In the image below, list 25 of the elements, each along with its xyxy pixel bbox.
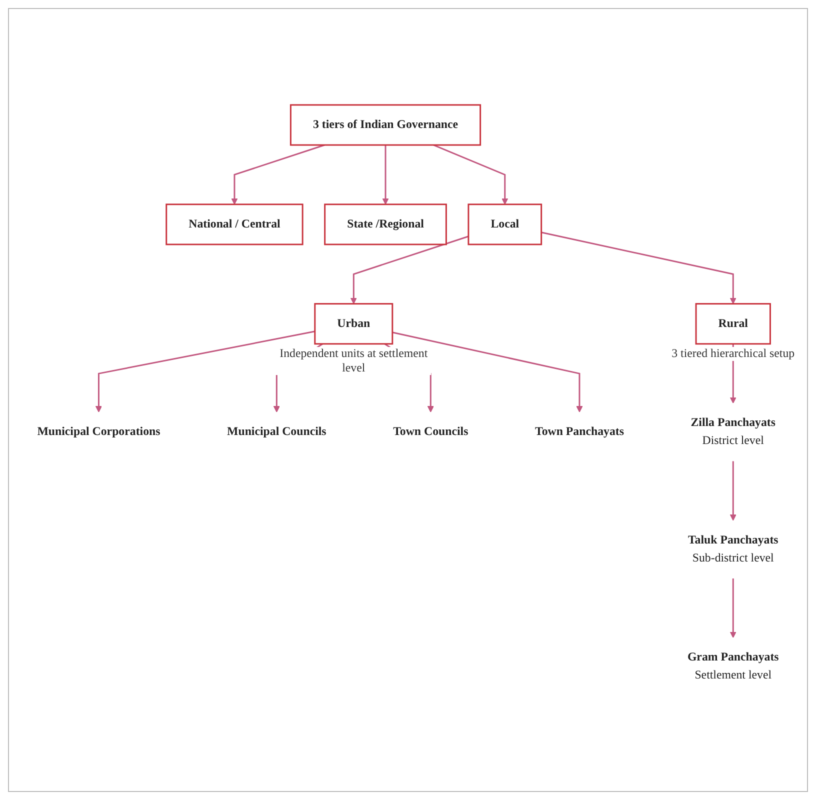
node-text: Town Panchayats [534, 425, 624, 438]
arrow [392, 331, 583, 412]
node-box [468, 203, 542, 245]
arrow [350, 235, 469, 304]
arrow [730, 460, 736, 520]
node-caption: Independent units at settlement level [276, 346, 432, 376]
node-box [314, 302, 394, 344]
arrow [541, 231, 736, 304]
node-box [290, 104, 482, 146]
node-box [695, 302, 771, 344]
arrow [433, 144, 508, 204]
arrow [231, 144, 325, 204]
node-box [324, 203, 447, 245]
arrow [382, 144, 389, 204]
node-text: Town Councils [393, 425, 468, 438]
node-caption: 3 tiered hierarchical setup [670, 346, 796, 361]
arrow [95, 330, 316, 412]
arrow [730, 578, 736, 638]
node-text: Zilla Panchayats District level [690, 416, 776, 447]
node-text: Taluk Panchayats Sub-district level [688, 534, 778, 564]
node-text: Gram Panchayats Settlement level [687, 650, 779, 682]
node-text: Municipal Councils [227, 425, 326, 438]
node-text: Municipal Corporations [37, 425, 160, 438]
diagram-frame: 3 tiers of Indian Governance National / Central State /Regional Local Urban Rural Municipal Corporations Municipal Councils Town Councils Town Panchayats Zilla Panchayats District level Taluk Panchayats Sub-district level Gram Panchayats Settlement level Independent units at settlement level 3 tiered hierarchical setup [8, 8, 808, 792]
node-box [166, 203, 304, 245]
